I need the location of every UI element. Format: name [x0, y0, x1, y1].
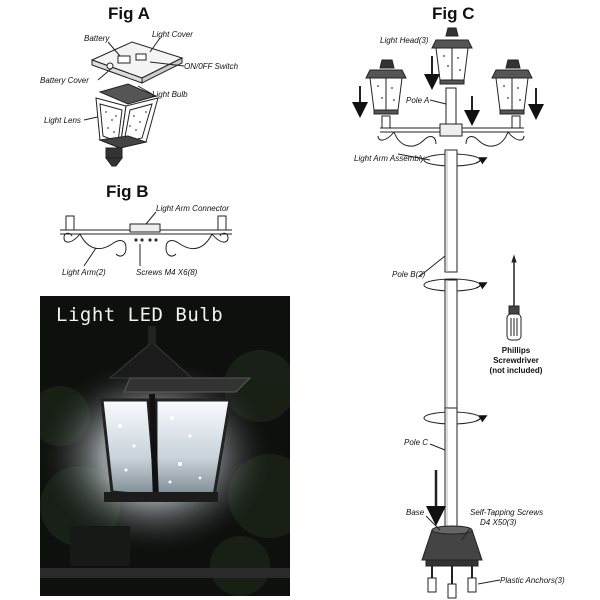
photo-caption: Light LED Bulb: [56, 304, 224, 326]
label-light-bulb: Light Bulb: [152, 90, 188, 99]
led-bulb-photo: Light LED Bulb: [40, 296, 290, 596]
label-pole-c: Pole C: [404, 438, 429, 447]
screwdriver-icon: [506, 254, 522, 341]
label-light-cover: Light Cover: [152, 30, 193, 39]
light-head-left: [365, 59, 407, 115]
label-light-arm-connector: Light Arm Connector: [156, 204, 230, 213]
screwdriver-note: (not included): [489, 366, 543, 375]
label-screws: Screws M4 X6(8): [136, 268, 198, 277]
light-arm-scroll-left: [79, 233, 127, 250]
label-on-off-switch: ON/0FF Switch: [184, 62, 239, 71]
label-battery-cover: Battery Cover: [40, 76, 89, 85]
pole-a: [445, 87, 457, 125]
label-plastic-anchors: Plastic Anchors(3): [500, 576, 565, 585]
screwdriver-name: Phillips Screwdriver: [493, 346, 539, 365]
light-head-center: [431, 27, 473, 85]
lantern-night-photo: [40, 296, 290, 596]
fig-b-drawing: [60, 211, 232, 267]
battery-shape: [117, 55, 131, 64]
label-light-arm: Light Arm(2): [62, 268, 106, 277]
label-pole-a: Pole A: [406, 96, 430, 105]
lantern-head-top: [98, 83, 158, 105]
light-arm-assembly-shape: [377, 115, 525, 147]
light-arm-scroll-right: [165, 233, 213, 250]
fig-b-title: Fig B: [106, 182, 149, 201]
fig-c-title: Fig C: [432, 4, 475, 23]
label-light-arm-assembly: Light Arm Assembly: [354, 154, 425, 163]
label-battery: Battery: [84, 34, 110, 43]
plastic-anchors-shape: [427, 577, 477, 599]
pole-b-upper: [444, 149, 458, 273]
light-arm-connector-shape: [129, 223, 161, 233]
fig-a-drawing: [83, 37, 185, 167]
label-light-head: Light Head(3): [380, 36, 429, 45]
label-pole-b: Pole B(2): [392, 270, 426, 279]
label-self-tapping-screws: Self-Tapping Screws: [470, 508, 544, 517]
label-base: Base: [406, 508, 425, 517]
label-screwdriver: Phillips Screwdriver (not included): [484, 346, 548, 376]
fig-a-title: Fig A: [108, 4, 150, 23]
label-self-tapping-screws-size: D4 X50(3): [480, 518, 517, 527]
light-head-right: [491, 59, 533, 115]
label-light-lens: Light Lens: [44, 116, 81, 125]
base-shape: [421, 525, 483, 567]
fig-c-drawing: [352, 27, 544, 599]
